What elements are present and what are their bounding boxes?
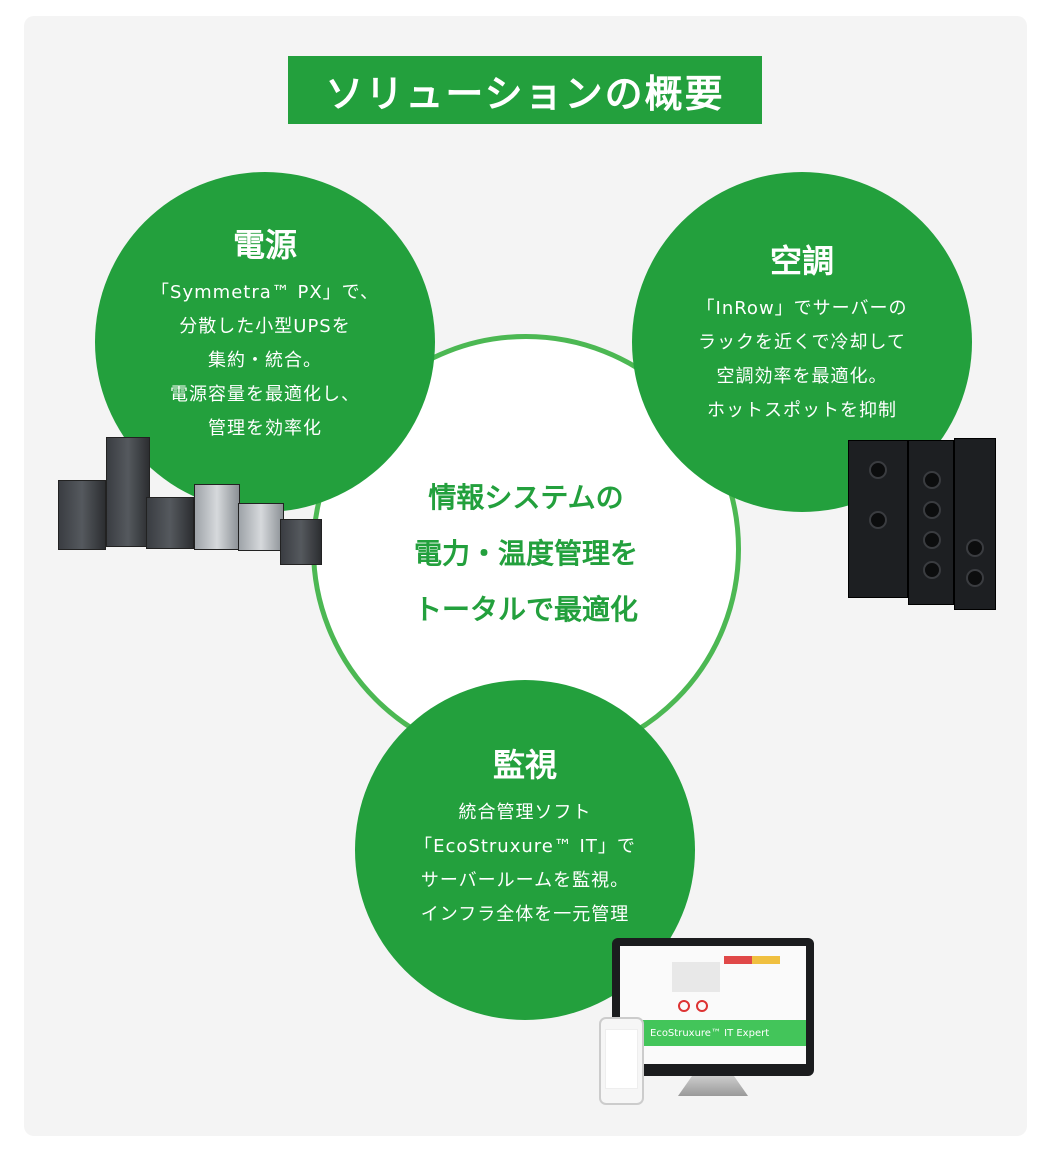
power-line: 分散した小型UPSを xyxy=(179,316,351,337)
power-line: 集約・統合。 xyxy=(208,350,322,371)
power-line: 電源容量を最適化し、 xyxy=(170,384,360,405)
monitoring-line: 統合管理ソフト xyxy=(458,802,592,823)
center-line: 電力・温度管理を xyxy=(413,537,638,570)
monitoring-line: サーバールームを監視。 xyxy=(420,870,630,891)
power-line: 「Symmetra™ PX」で、 xyxy=(151,282,379,303)
power-line: 管理を効率化 xyxy=(208,418,322,439)
cooling-line: ホットスポットを抑制 xyxy=(707,400,897,421)
cooling-line: ラックを近くで冷却して xyxy=(698,332,906,353)
cooling-line: 「InRow」でサーバーの xyxy=(696,298,908,319)
monitor-image: EcoStruxure™ IT Expert xyxy=(612,938,814,1076)
phone-image xyxy=(599,1017,644,1105)
power-heading: 電源 xyxy=(232,226,297,264)
cooling-heading: 空調 xyxy=(769,242,834,280)
monitor-stand xyxy=(678,1076,748,1096)
page-title: ソリューションの概要 xyxy=(288,56,762,124)
product-banner: EcoStruxure™ IT Expert xyxy=(620,1020,806,1046)
dashboard-screen: EcoStruxure™ IT Expert xyxy=(620,946,806,1064)
center-message: 情報システムの 電力・温度管理を トータルで最適化 xyxy=(311,470,741,638)
monitoring-heading: 監視 xyxy=(492,746,557,784)
monitoring-line: インフラ全体を一元管理 xyxy=(420,904,630,925)
center-line: トータルで最適化 xyxy=(413,593,638,626)
cooling-line: 空調効率を最適化。 xyxy=(716,366,888,387)
power-circle: 電源 「Symmetra™ PX」で、 分散した小型UPSを 集約・統合。 電源… xyxy=(95,172,435,512)
monitoring-line: 「EcoStruxure™ IT」で xyxy=(414,836,636,857)
center-line: 情報システムの xyxy=(428,481,624,514)
